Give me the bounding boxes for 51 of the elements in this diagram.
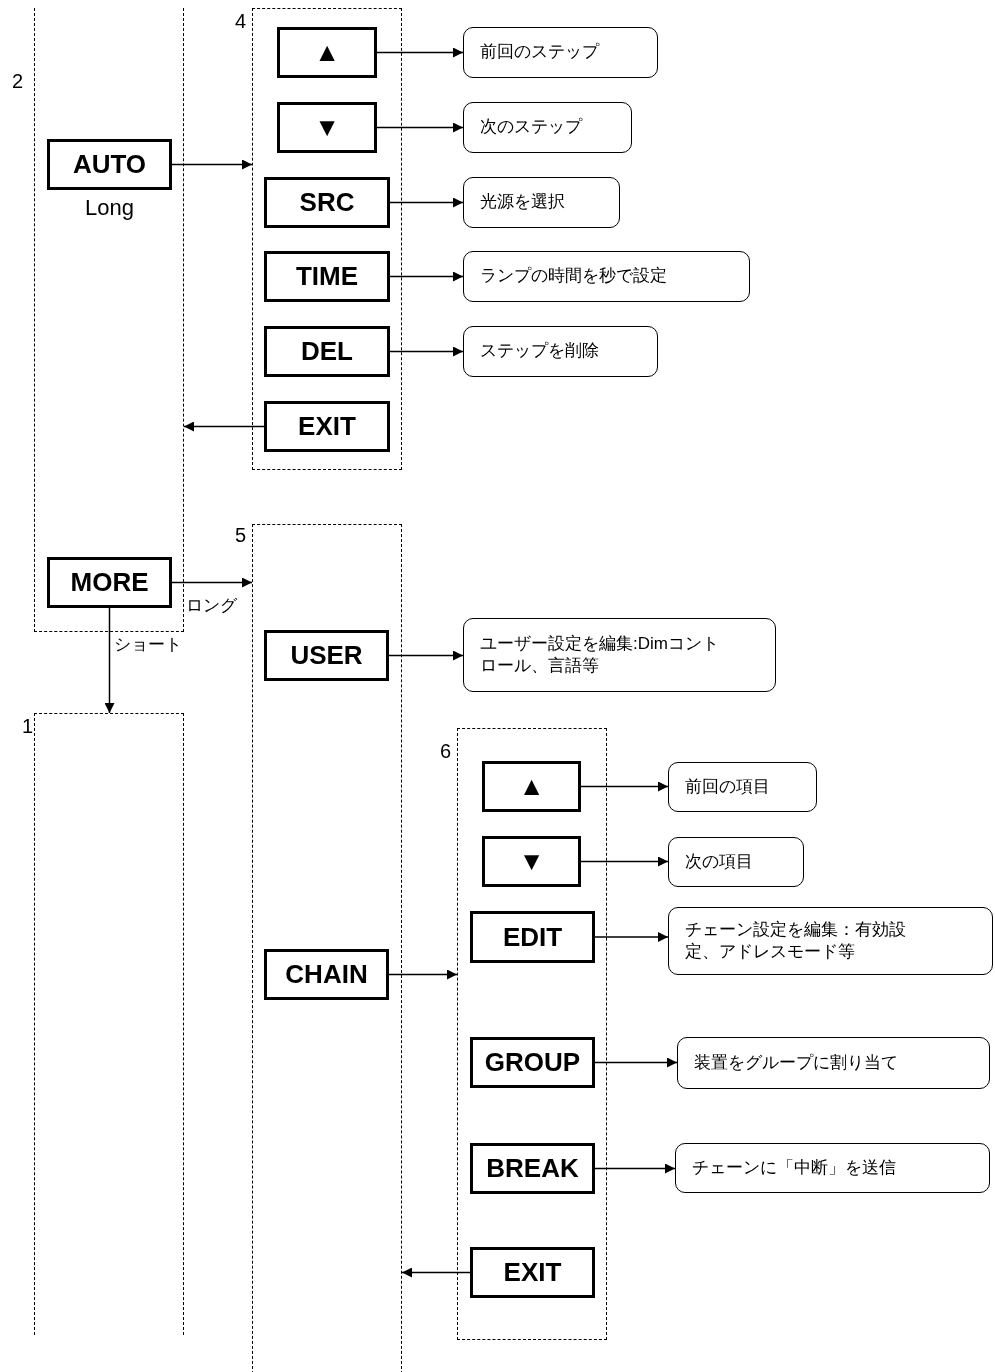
panel-number: 5 (235, 524, 247, 547)
arrow (580, 781, 669, 792)
key-button: ▼ (277, 102, 377, 153)
panel-number: 2 (12, 70, 24, 93)
key-button: EXIT (470, 1247, 595, 1298)
key-button: CHAIN (264, 949, 389, 1000)
arrow (376, 47, 464, 58)
arrow (389, 197, 464, 208)
description-box: チェーン設定を編集：有効設定、アドレスモード等 (668, 907, 993, 975)
arrow (376, 122, 464, 133)
panel-number: 1 (22, 715, 34, 738)
arrow (594, 1057, 678, 1068)
description-box: 装置をグループに割り当て (677, 1037, 990, 1089)
arrow (389, 346, 464, 357)
description-box: ステップを削除 (463, 326, 658, 377)
edge-label: ロング (186, 597, 237, 616)
panel-number: 6 (440, 740, 452, 763)
arrow (388, 969, 458, 980)
arrow (171, 159, 253, 170)
arrow (183, 421, 265, 432)
key-button: USER (264, 630, 389, 681)
arrow (580, 856, 669, 867)
description-box: チェーンに「中断」を送信 (675, 1143, 990, 1193)
description-box: 光源を選択 (463, 177, 620, 228)
key-button: TIME (264, 251, 390, 302)
key-button: EDIT (470, 911, 595, 963)
arrow (104, 607, 115, 714)
key-button: DEL (264, 326, 390, 377)
key-button: MORE (47, 557, 172, 608)
description-box: ユーザー設定を編集:Dimコントロール、言語等 (463, 618, 776, 692)
arrow (388, 650, 464, 661)
description-box: 次のステップ (463, 102, 632, 153)
key-button: EXIT (264, 401, 390, 452)
panel-number: 4 (235, 10, 247, 33)
key-button: ▼ (482, 836, 581, 887)
key-button: GROUP (470, 1037, 595, 1088)
arrow (594, 932, 669, 942)
arrow (594, 1163, 676, 1174)
key-button: ▲ (482, 761, 581, 812)
hold-note: Long (84, 195, 135, 221)
description-box: 前回の項目 (668, 762, 817, 812)
arrow (401, 1267, 471, 1278)
arrow (389, 271, 464, 282)
arrow (171, 577, 253, 588)
key-button: BREAK (470, 1143, 595, 1194)
key-button: SRC (264, 177, 390, 228)
description-box: 前回のステップ (463, 27, 658, 78)
description-box: 次の項目 (668, 837, 804, 887)
description-box: ランプの時間を秒で設定 (463, 251, 750, 302)
key-button: ▲ (277, 27, 377, 78)
key-button: AUTO (47, 139, 172, 190)
